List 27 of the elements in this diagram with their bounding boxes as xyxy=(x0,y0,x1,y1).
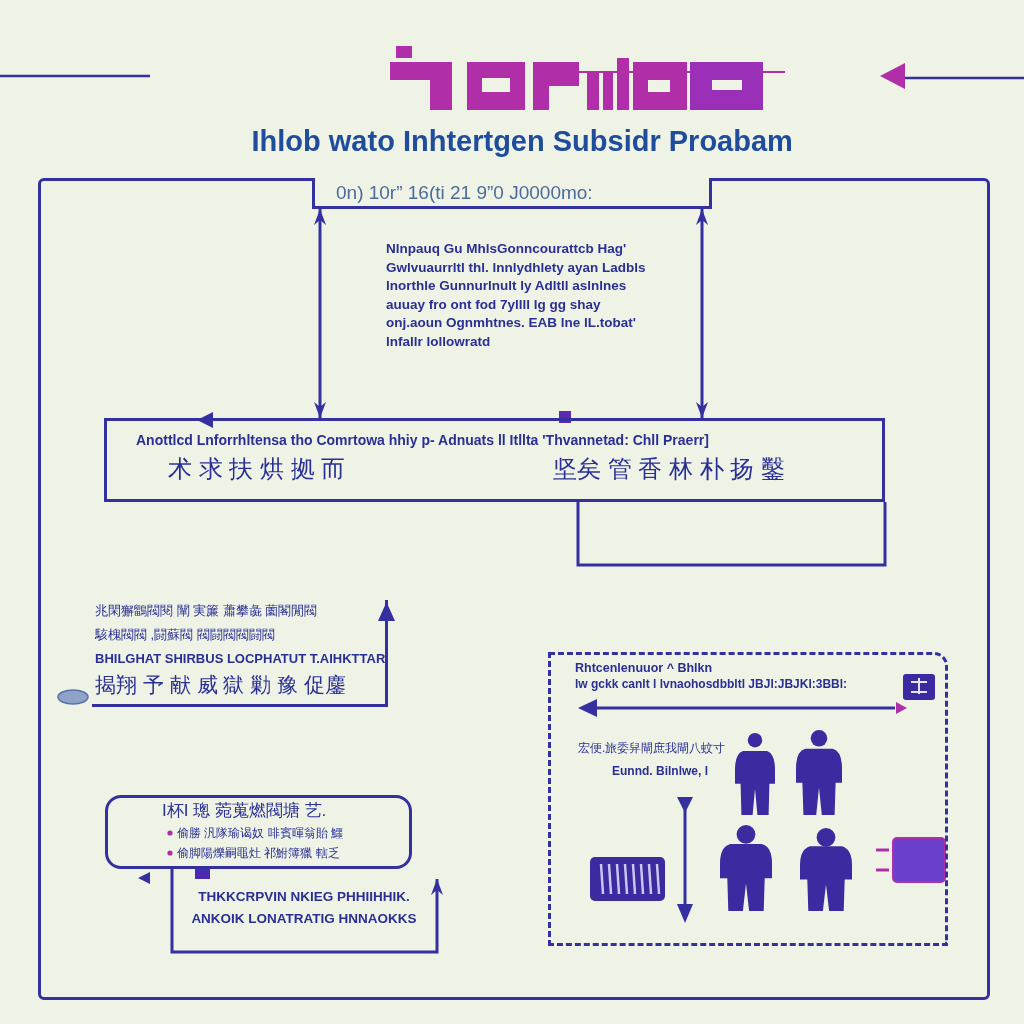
band-text: Anottlcd Lnforrhltensa tho Comrtowa hhiy p- Adnuats ll Itllta 'Thvannetad: Chll Praerr] xyxy=(136,432,709,449)
box-text: Rhtcenlenuuor ^ Bhlkn xyxy=(575,661,713,676)
band-text: 坚矣 管 香 林 朴 扬 鑿 xyxy=(553,455,785,484)
arrow xyxy=(696,209,708,418)
dashed-box xyxy=(548,652,948,946)
title: Ihlob wato Inhtertgen Subsidr Proabam xyxy=(251,124,793,159)
note-text: THKKCRPVIN NKIEG PHHIIHHIK. ANKOIK LONATRATIG HNNAOKKS xyxy=(190,888,418,928)
header-bar xyxy=(312,178,712,209)
box-text: I杯I 璁 菀蒐燃閥塘 艺. xyxy=(162,801,327,822)
box-text: 駭槐閥閥 ,闘蘇閥 閥闘閥閥闘閥 xyxy=(95,627,275,643)
rounded-box xyxy=(105,795,412,869)
box-text: 偷脚陽爍嗣黽灶 祁鮒簿獵 轄乏 xyxy=(177,846,340,861)
bracket-box xyxy=(92,600,388,707)
band-text: 术 求 扶 烘 拠 而 xyxy=(168,455,346,484)
band-box xyxy=(104,418,885,502)
box-text: BHILGHAT SHIRBUS LOCPHATUT T.AIHKTTAR xyxy=(95,651,386,667)
frame xyxy=(38,178,990,1000)
arrow xyxy=(170,869,443,954)
subtitle: 0n) 10r” 16(ti 21 9”0 J0000mo: xyxy=(336,182,593,205)
arrow xyxy=(314,209,326,418)
paragraph: Nlnpauq Gu MhlsGonncourattcb Hag' Gwlvuaurrltl thl. lnnlydhlety ayan Ladbls lnorthle Gunnurlnult ly Adltll aslnlnes auuay fro ont fod 7yllll lg gg shay onj.aoun Ognmhtnes. EAB lne lL.tobat' lnfallr lollowratd xyxy=(386,240,647,351)
box-text: 兆閑獬鶹閥閱 闡 実簾 蕭攀彘 薗閣閒閥 xyxy=(95,603,318,619)
box-text: 揭翔 予 献 威 獄 勦 豫 促鏖 xyxy=(95,672,346,698)
box-text: 偷勝 汎隊瑜谒奴 啡賓暉翁貽 鱷 xyxy=(177,826,343,841)
box-text: Eunnd. Bilnlwe, l xyxy=(612,764,708,779)
box-text: 宏便.旅委舁閘庶我閘八蚊寸 xyxy=(578,741,726,756)
box-text: lw gckk canlt l lvnaohosdbbltl JBJl:JBJKl:3BBl: xyxy=(575,677,848,692)
